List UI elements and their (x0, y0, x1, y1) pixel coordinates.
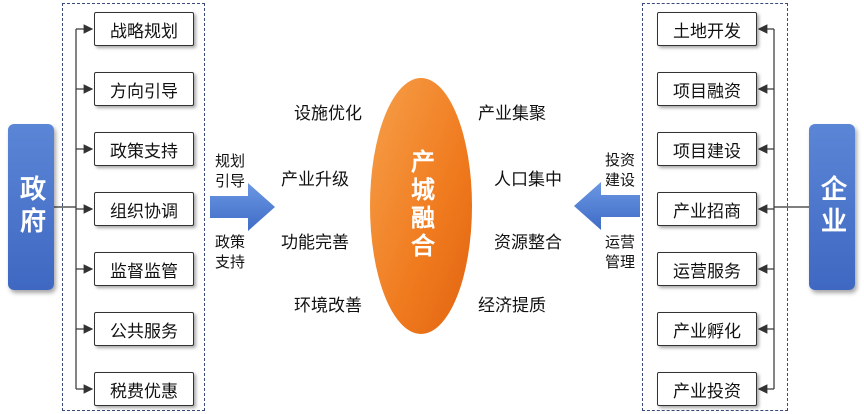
government-item-6: 公共服务 (94, 312, 194, 346)
enterprise-item-7: 产业投资 (657, 372, 757, 406)
center-label: 产城融合 (406, 149, 435, 261)
enterprise-tree-lines (757, 24, 809, 394)
outcome-right-3: 资源整合 (494, 233, 562, 253)
enterprise-item-6: 产业孵化 (657, 312, 757, 346)
outcome-right-2: 人口集中 (494, 170, 562, 190)
outcome-left-3: 功能完善 (281, 233, 349, 253)
enterprise-label: 企业 (809, 124, 855, 290)
left-big-arrow (210, 183, 275, 231)
right-big-arrow (574, 182, 640, 230)
outcome-right-4: 经济提质 (478, 296, 546, 316)
enterprise-item-3: 项目建设 (657, 132, 757, 166)
left-arrow-bottom-label: 政策 支持 (214, 233, 245, 271)
government-item-7: 税费优惠 (94, 372, 194, 406)
right-arrow-bottom-label: 运营 管理 (604, 233, 635, 271)
enterprise-item-4: 产业招商 (657, 192, 757, 226)
enterprise-item-5: 运营服务 (657, 252, 757, 286)
enterprise-item-2: 项目融资 (657, 72, 757, 106)
enterprise-group-frame (642, 3, 788, 411)
government-item-4: 组织协调 (94, 192, 194, 226)
outcome-left-2: 产业升级 (281, 170, 349, 190)
government-item-5: 监督监管 (94, 252, 194, 286)
government-label: 政府 (8, 124, 54, 290)
left-arrow-top-label: 规划 引导 (214, 152, 245, 190)
government-group-frame (62, 3, 205, 411)
government-item-2: 方向引导 (94, 72, 194, 106)
enterprise-item-1: 土地开发 (657, 12, 757, 46)
outcome-left-4: 环境改善 (294, 296, 362, 316)
government-item-1: 战略规划 (94, 12, 194, 46)
government-tree-lines (54, 24, 94, 394)
outcome-right-1: 产业集聚 (478, 104, 546, 124)
government-item-3: 政策支持 (94, 132, 194, 166)
center-oval (370, 78, 472, 334)
right-arrow-top-label: 投资 建设 (604, 151, 635, 189)
outcome-left-1: 设施优化 (294, 104, 362, 124)
